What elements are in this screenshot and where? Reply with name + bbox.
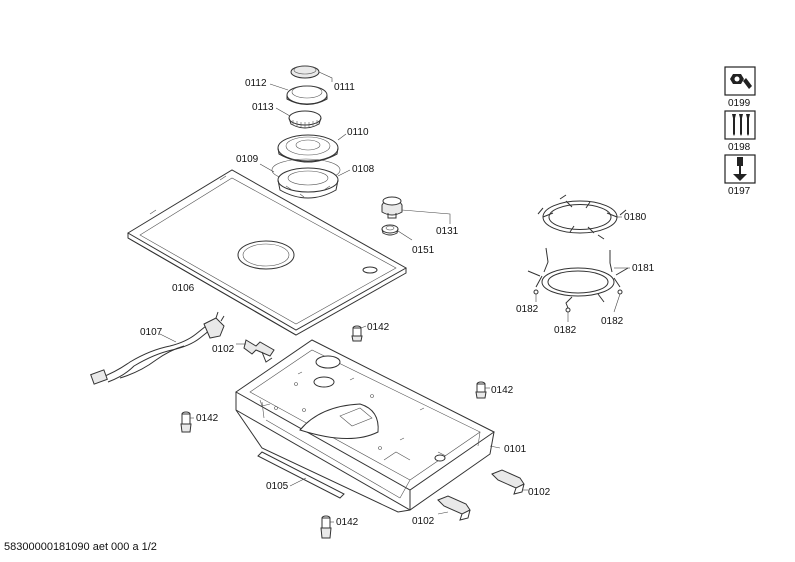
- screwdriver-icon: [733, 157, 747, 181]
- screws-icon: [732, 114, 750, 136]
- pan-support-upper-0180: [537, 194, 627, 240]
- rubber-foot-0142-c: [180, 411, 192, 433]
- callout-0102-b: 0102: [528, 487, 551, 498]
- callout-0142-a: 0142: [367, 322, 390, 333]
- fixing-clip-0102-c: [437, 495, 471, 521]
- rubber-foot-0142-d: [320, 515, 332, 539]
- callout-0113: 0113: [252, 102, 274, 113]
- pan-support-feet-0182: [533, 289, 623, 313]
- callout-0182-c: 0182: [601, 316, 624, 327]
- callout-0182-b: 0182: [554, 325, 577, 336]
- callout-0112: 0112: [245, 78, 267, 89]
- tool-icon-0197: 0197: [724, 154, 756, 197]
- knob-bush-0151: [381, 224, 399, 236]
- rubber-foot-0142-b: [475, 381, 487, 399]
- callout-0108: 0108: [352, 164, 375, 175]
- callout-0142-d: 0142: [336, 517, 359, 528]
- hob-top-plate-0106: [127, 169, 408, 336]
- tool-label-0198: 0198: [728, 142, 751, 153]
- callout-0180: 0180: [624, 212, 647, 223]
- hob-bottom-tray-0101: [235, 339, 495, 513]
- callout-0102-c: 0102: [412, 516, 435, 527]
- burner-base-0110: [277, 134, 339, 163]
- burner-cup-0108: [277, 167, 339, 199]
- callout-0111: 0111: [334, 82, 355, 93]
- callout-0105: 0105: [266, 481, 289, 492]
- callout-0142-c: 0142: [196, 413, 219, 424]
- burner-cap-0111: [290, 65, 320, 79]
- tool-icon-0198: 0198: [724, 110, 756, 153]
- callout-0106: 0106: [172, 283, 195, 294]
- callout-0182-a: 0182: [516, 304, 539, 315]
- sealing-strip-0105: [257, 451, 345, 499]
- callout-0181: 0181: [632, 263, 655, 274]
- callout-0109: 0109: [236, 154, 259, 165]
- control-knob-0131: [381, 196, 403, 219]
- callout-0142-b: 0142: [491, 385, 514, 396]
- burner-ring-0113: [288, 110, 322, 129]
- fixing-clip-0102-b: [491, 469, 525, 495]
- tool-label-0199: 0199: [728, 98, 751, 109]
- callout-0151: 0151: [412, 245, 435, 256]
- tool-icon-0199: 0199: [724, 66, 756, 109]
- callout-0131: 0131: [436, 226, 459, 237]
- rubber-foot-0142-a: [351, 325, 363, 342]
- callout-0101: 0101: [504, 444, 527, 455]
- document-reference: 58300000181090 aet 000 a 1/2: [4, 541, 157, 553]
- pan-support-lower-0181: [527, 247, 629, 309]
- leader-lines: [159, 71, 630, 523]
- callout-0102-a: 0102: [212, 344, 235, 355]
- callout-0110: 0110: [347, 127, 369, 138]
- tool-label-0197: 0197: [728, 186, 751, 197]
- callout-0107: 0107: [140, 327, 163, 338]
- mains-cable-0107: [90, 311, 225, 385]
- burner-head-0112: [286, 85, 328, 105]
- fixing-clip-0102-a: [243, 339, 275, 363]
